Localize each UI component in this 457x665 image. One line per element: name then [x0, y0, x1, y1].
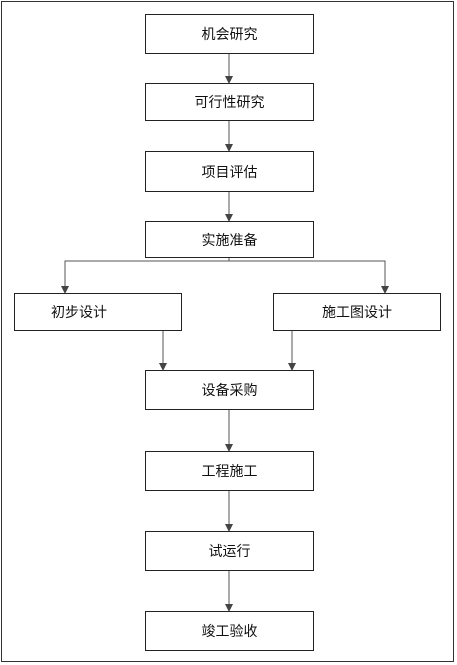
step-label: 项目评估 — [201, 164, 258, 181]
step-preliminary-design: 初步设计 — [14, 293, 182, 331]
step-equipment-procurement: 设备采购 — [145, 370, 314, 410]
step-label: 施工图设计 — [322, 305, 392, 321]
step-trial-operation: 试运行 — [145, 531, 314, 571]
step-implementation-prep: 实施准备 — [145, 221, 314, 258]
step-label: 初步设计 — [51, 305, 107, 321]
step-project-evaluation: 项目评估 — [145, 151, 314, 192]
step-label: 实施准备 — [201, 232, 258, 249]
step-engineering-construction: 工程施工 — [145, 451, 314, 491]
step-completion-acceptance: 竣工验收 — [145, 611, 314, 651]
step-construction-drawing-design: 施工图设计 — [273, 293, 441, 331]
step-label: 机会研究 — [201, 27, 258, 43]
step-feasibility-study: 可行性研究 — [145, 83, 314, 121]
branch-connector — [64, 260, 386, 293]
step-label: 试运行 — [208, 544, 251, 560]
step-label: 工程施工 — [201, 464, 258, 480]
step-label: 设备采购 — [201, 383, 258, 399]
step-opportunity-study: 机会研究 — [145, 14, 314, 54]
step-label: 可行性研究 — [194, 95, 265, 111]
step-label: 竣工验收 — [201, 624, 258, 640]
